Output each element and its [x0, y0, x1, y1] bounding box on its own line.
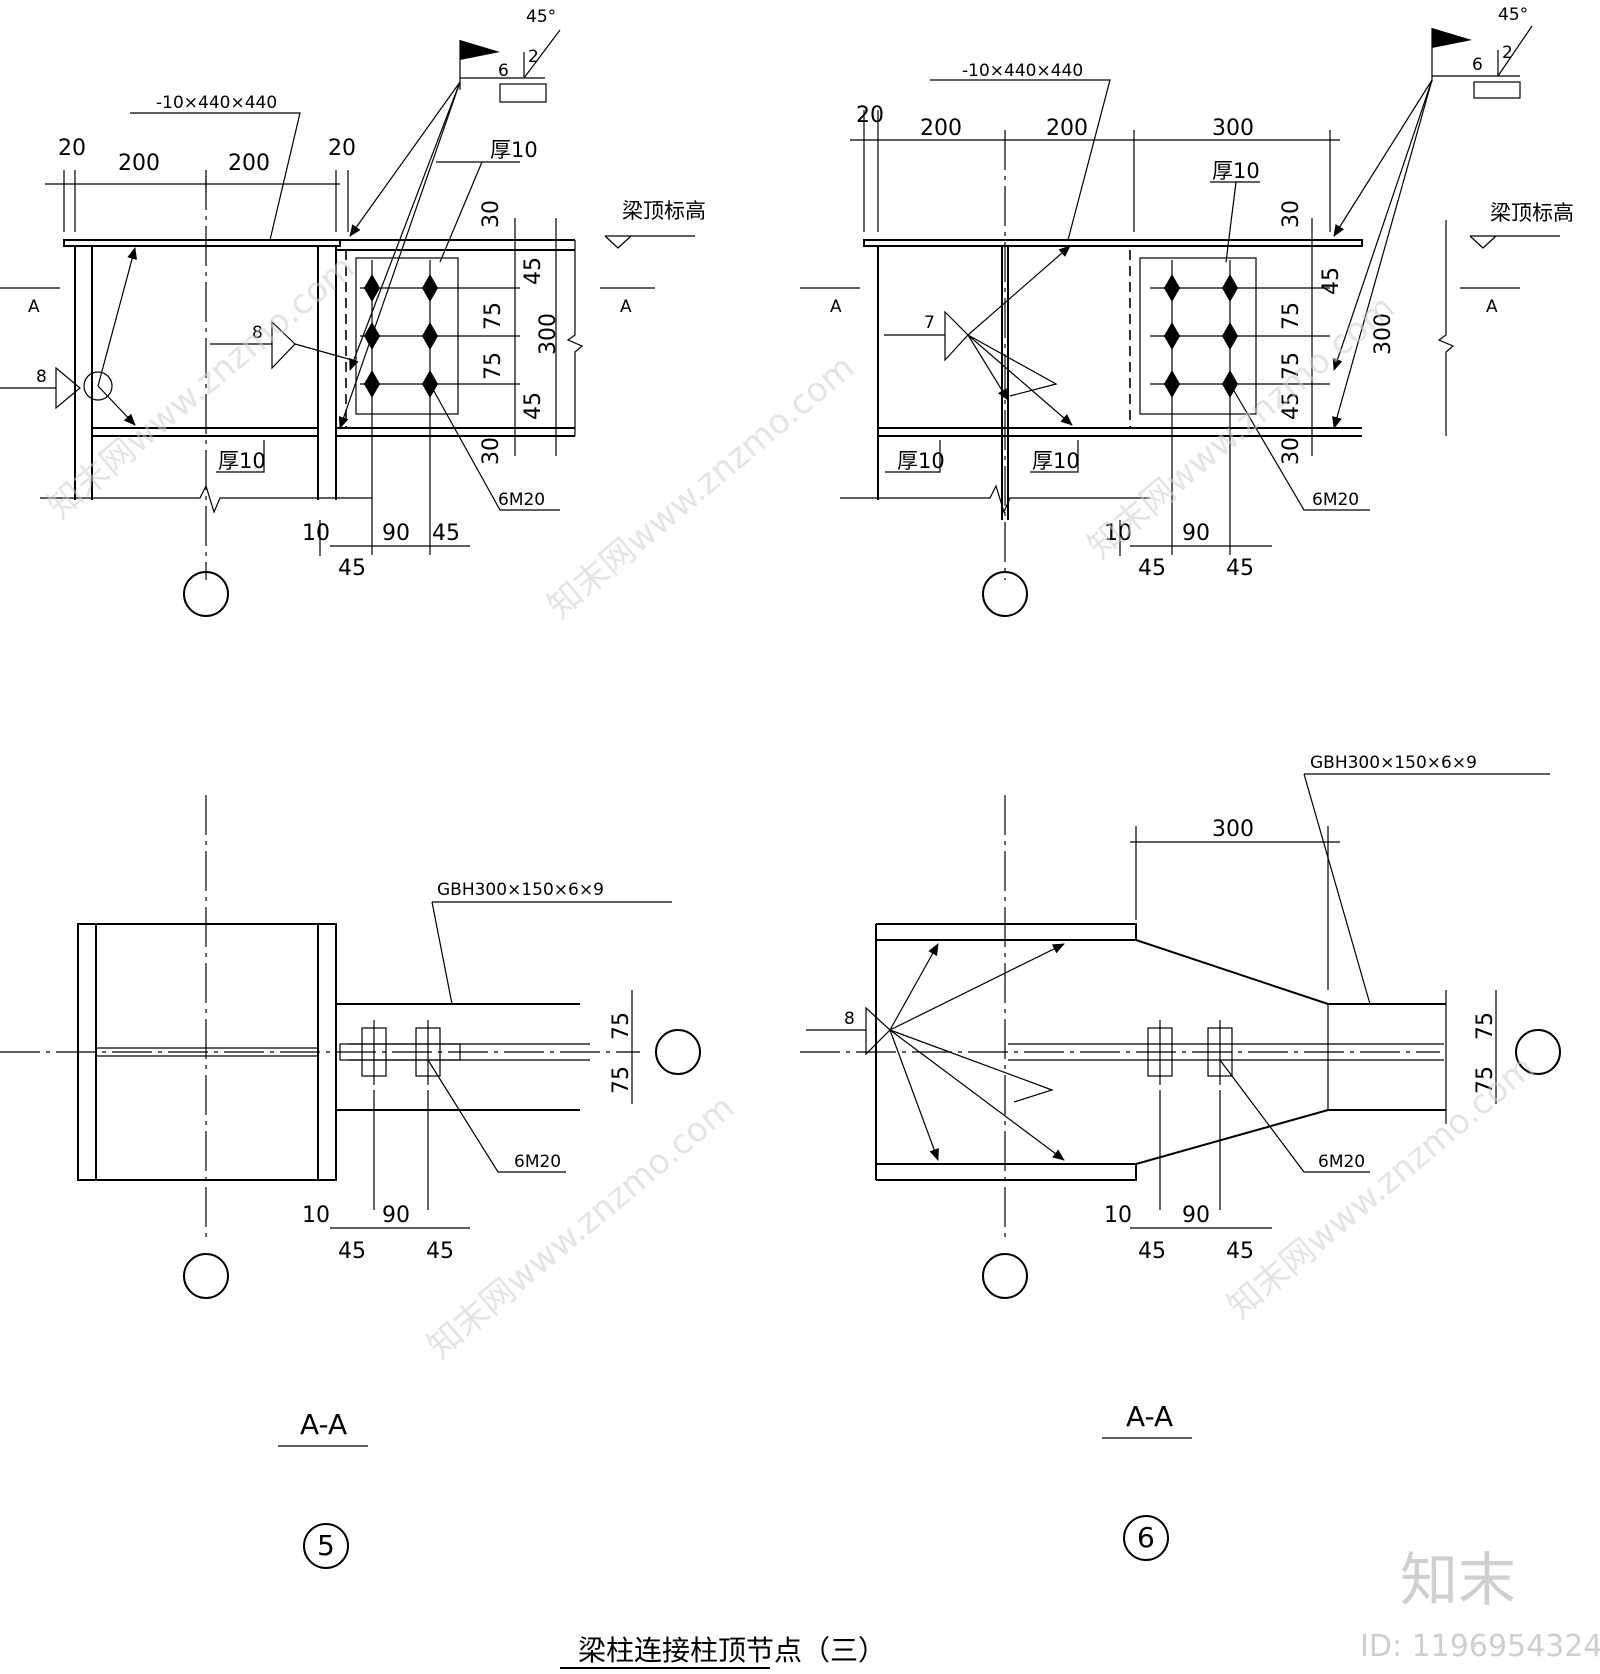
- dim-20-right-5: 20: [328, 136, 356, 161]
- dim-45-sect-r-6: 45: [1226, 1239, 1254, 1264]
- dim-90-sect-5: 90: [382, 1203, 410, 1228]
- bolt-spec-sect-6: 6M20: [1318, 1152, 1365, 1172]
- dim-75-sb-5: 75: [609, 1066, 634, 1094]
- dim-300-sect-6: 300: [1212, 817, 1254, 842]
- weld-symbol-top-6: 6 2 45°: [1431, 5, 1533, 99]
- dim-10-elev-6: 10: [1104, 521, 1132, 546]
- watermark-id: ID: 1196954324: [1360, 1629, 1600, 1664]
- dim-90-elev-5: 90: [382, 521, 410, 546]
- thickness-note-bottom-5: 厚10: [218, 449, 266, 473]
- detail-5-elevation: 20 200 200 20 -10×440×440 30 45 75 75 30…: [0, 7, 706, 617]
- dim-45-sect-l-5: 45: [338, 1239, 366, 1264]
- dim-200-b-6: 200: [1046, 116, 1088, 141]
- dim-200-b-5: 200: [228, 151, 270, 176]
- thickness-note-top-6: 厚10: [1212, 159, 1260, 183]
- watermark-site-1: 知末网www.znzmo.com: [40, 247, 362, 526]
- dim-300-top-6: 300: [1212, 116, 1254, 141]
- weld-size-8-left-5: 8: [36, 367, 47, 387]
- dim-45-bot-6: 45: [1279, 392, 1304, 420]
- dim-30-top-6: 30: [1279, 200, 1304, 228]
- dim-45-elev-r-5: 45: [432, 521, 460, 546]
- dim-10-elev-5: 10: [302, 521, 330, 546]
- section-mark-left-6: A: [830, 297, 842, 317]
- weld-symbol-top-5: 6 2 45°: [459, 7, 561, 103]
- dim-90-sect-6: 90: [1182, 1203, 1210, 1228]
- weld-angle-b: 45°: [1498, 5, 1528, 25]
- weld-size-6-b: 6: [1472, 55, 1483, 75]
- beam-spec-6: GBH300×150×6×9: [1310, 753, 1477, 773]
- dim-300-6: 300: [1371, 313, 1396, 355]
- section-mark-right-5: A: [620, 297, 632, 317]
- bolt-spec-elev-6: 6M20: [1312, 490, 1359, 510]
- dim-200-a-5: 200: [118, 151, 160, 176]
- plate-spec-5: -10×440×440: [156, 93, 277, 113]
- beam-top-elevation-6: 梁顶标高: [1490, 201, 1574, 225]
- dim-45-sect-r-5: 45: [426, 1239, 454, 1264]
- dim-200-a-6: 200: [920, 116, 962, 141]
- dim-75-a-6: 75: [1279, 302, 1304, 330]
- beam-top-elevation-5: 梁顶标高: [622, 199, 706, 223]
- dim-75-sa-6: 75: [1473, 1012, 1498, 1040]
- detail-6-elevation: 20 200 200 300 -10×440×440 30 45 75 75 3…: [800, 5, 1574, 617]
- plate-spec-6: -10×440×440: [962, 61, 1083, 81]
- bolt-spec-sect-5: 6M20: [514, 1152, 561, 1172]
- dim-10-sect-5: 10: [302, 1203, 330, 1228]
- weld-angle-a: 45°: [526, 7, 556, 27]
- dim-75-b-6: 75: [1279, 352, 1304, 380]
- weld-size-8-sect-6: 8: [844, 1009, 855, 1029]
- weld-gap-b: 2: [1502, 43, 1513, 63]
- dim-45-top-6: 45: [1319, 267, 1344, 295]
- section-title-6: A-A: [1126, 1400, 1173, 1433]
- dim-75-b-5: 75: [481, 352, 506, 380]
- dim-30-bot-5: 30: [479, 437, 504, 465]
- beam-spec-5: GBH300×150×6×9: [437, 880, 604, 900]
- thickness-note-top-5: 厚10: [490, 138, 538, 162]
- dim-45-top-5: 45: [521, 257, 546, 285]
- dim-20-6: 20: [856, 103, 884, 128]
- detail-5-section: GBH300×150×6×9 6M20 75 75 10 90 45 45 A-…: [0, 795, 701, 1569]
- watermark-site-2: 知末网www.znzmo.com: [540, 347, 862, 626]
- dim-75-sa-5: 75: [609, 1012, 634, 1040]
- dim-75-sb-6: 75: [1473, 1066, 1498, 1094]
- dim-45-elev-l-5: 45: [338, 556, 366, 581]
- dim-45-elev-r-6: 45: [1226, 556, 1254, 581]
- bolt-spec-elev-5: 6M20: [498, 490, 545, 510]
- drawing-title: 梁柱连接柱顶节点（三）: [578, 1634, 886, 1667]
- dim-300-5: 300: [536, 313, 561, 355]
- bolt-group-6: [1150, 260, 1330, 555]
- watermark-layer: 知末网www.znzmo.com 知末网www.znzmo.com 知末网www…: [40, 247, 1600, 1664]
- dim-20-left-5: 20: [58, 136, 86, 161]
- weld-size-7-6: 7: [924, 313, 935, 333]
- section-mark-left-5: A: [28, 297, 40, 317]
- watermark-site-5: 知末网www.znzmo.com: [1220, 1047, 1542, 1326]
- watermark-site-4: 知末网www.znzmo.com: [420, 1087, 742, 1366]
- detail-number-6: 6: [1137, 1521, 1155, 1554]
- section-mark-right-6: A: [1486, 297, 1498, 317]
- dim-30-top-5: 30: [479, 200, 504, 228]
- detail-number-5: 5: [317, 1529, 335, 1562]
- dim-10-sect-6: 10: [1104, 1203, 1132, 1228]
- dim-30-bot-6: 30: [1279, 437, 1304, 465]
- weld-size-6-a: 6: [498, 61, 509, 81]
- dim-75-a-5: 75: [481, 302, 506, 330]
- detail-6-section: 300 GBH300×150×6×9 6M20 75 75 8 10 90 45…: [800, 753, 1561, 1561]
- weld-gap-a: 2: [528, 47, 539, 67]
- weld-size-8-mid-5: 8: [252, 323, 263, 343]
- thickness-note-bottom-b-6: 厚10: [1032, 449, 1080, 473]
- thickness-note-bottom-a-6: 厚10: [897, 449, 945, 473]
- dim-45-sect-l-6: 45: [1138, 1239, 1166, 1264]
- section-title-5: A-A: [300, 1408, 347, 1441]
- dim-90-elev-6: 90: [1182, 521, 1210, 546]
- dim-45-elev-l-6: 45: [1138, 556, 1166, 581]
- dim-45-bot-5: 45: [521, 392, 546, 420]
- watermark-brand: 知末: [1400, 1546, 1516, 1614]
